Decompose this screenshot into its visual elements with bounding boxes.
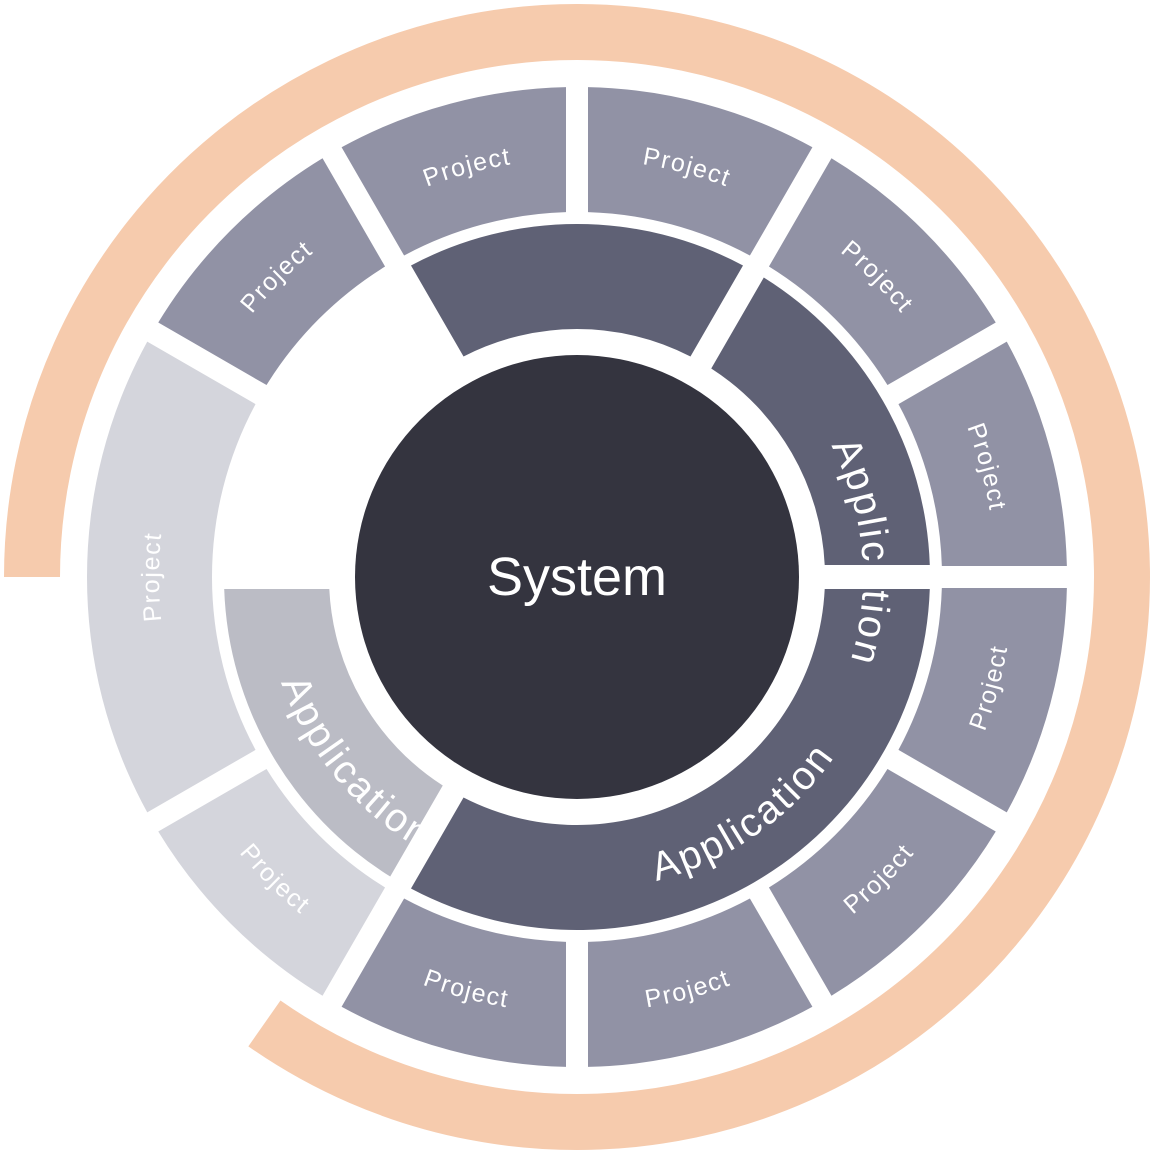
project-segment: [341, 87, 567, 256]
project-segment: [768, 158, 996, 386]
project-segment: [341, 898, 567, 1067]
application-segment: [224, 588, 443, 877]
project-segment: [587, 898, 813, 1067]
outer-arc: [4, 4, 1150, 1150]
system-label: System: [487, 547, 667, 607]
application-segment: [711, 277, 930, 566]
project-segment: [768, 768, 996, 996]
system-core: System: [355, 355, 799, 799]
project-segment: [86, 341, 256, 813]
system-circle: [355, 355, 799, 799]
project-label: Project: [137, 531, 167, 623]
project-segment: [587, 87, 813, 256]
application-segment: [410, 588, 930, 930]
project-segment: [158, 158, 386, 386]
project-segment: [898, 587, 1067, 813]
project-segment: [898, 341, 1067, 567]
project-segment: [158, 768, 386, 996]
project-ring: ProjectProjectProjectProjectProjectProje…: [86, 87, 1067, 1067]
application-segment: [410, 224, 744, 357]
